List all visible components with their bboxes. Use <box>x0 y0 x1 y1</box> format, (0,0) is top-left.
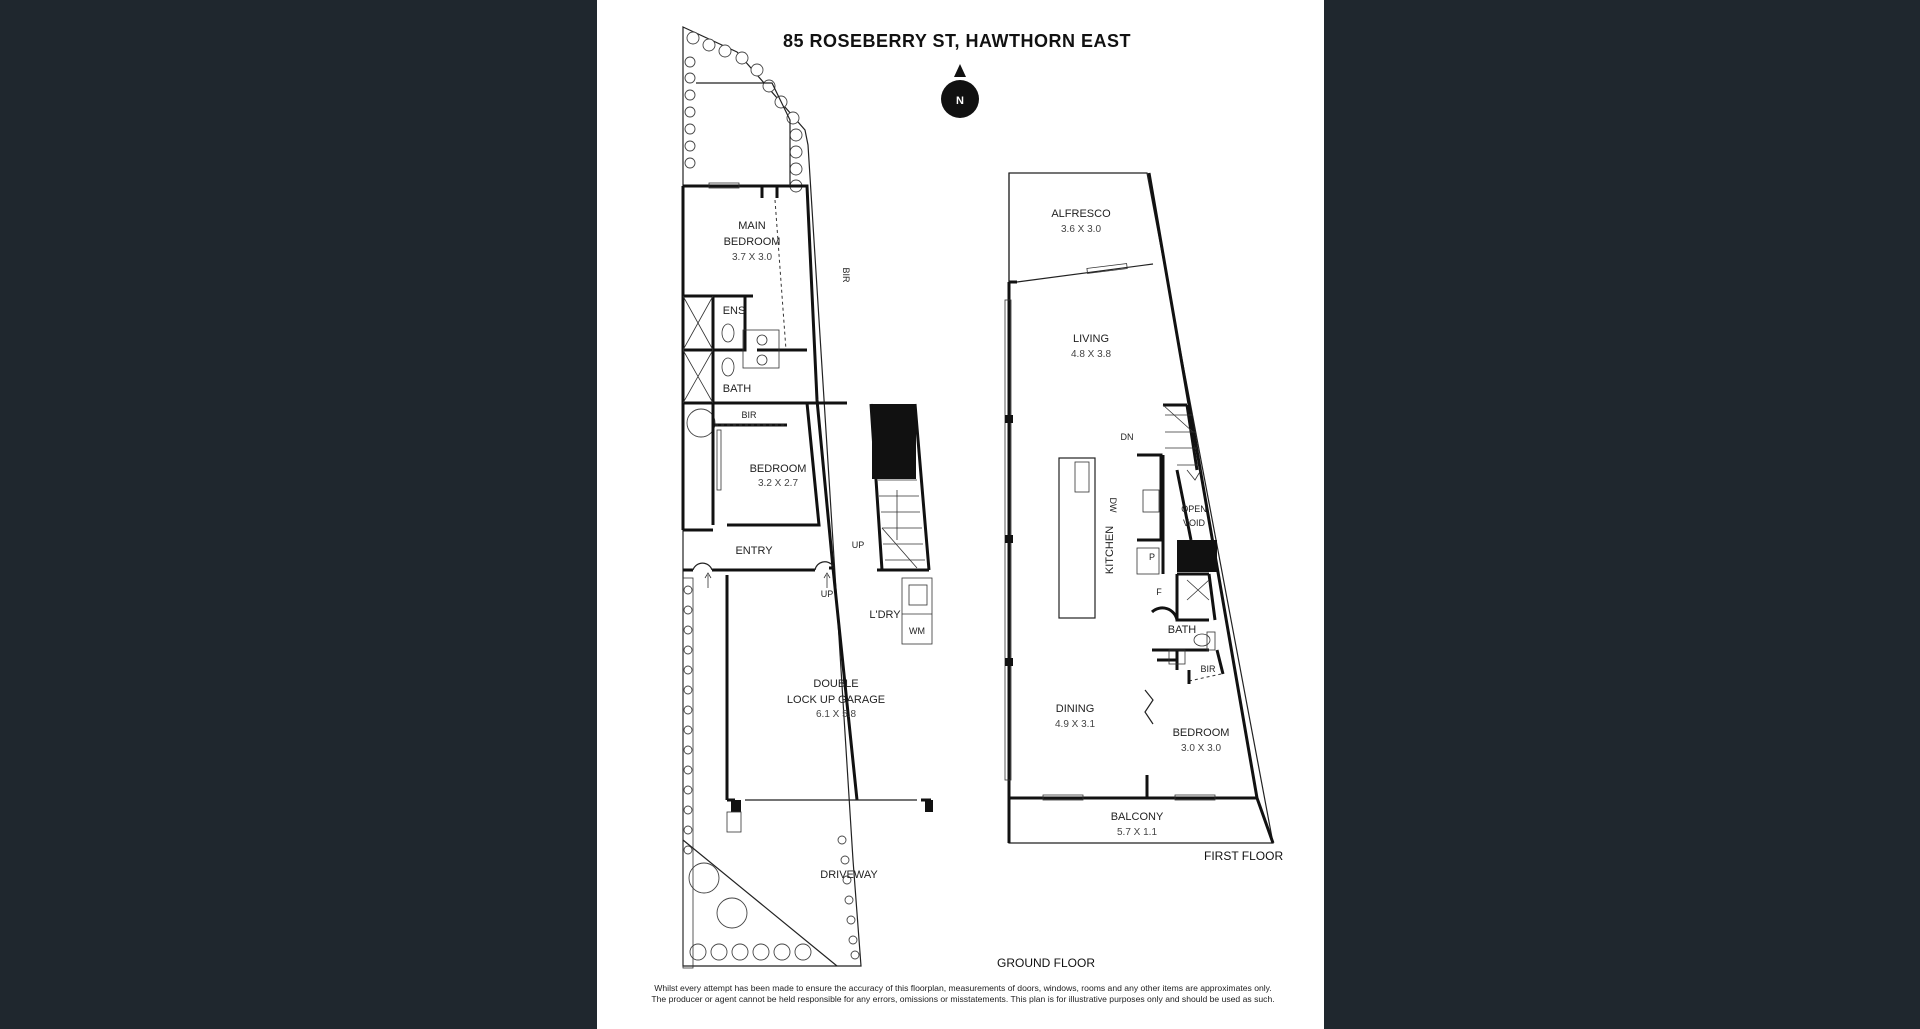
garden-trees-icon <box>684 31 812 961</box>
disclaimer-line-1: Whilst every attempt has been made to en… <box>654 983 1272 993</box>
disclaimer: Whilst every attempt has been made to en… <box>613 983 1313 1005</box>
open-void-block <box>1177 540 1217 572</box>
main-bedroom-label-2: BEDROOM <box>724 236 781 248</box>
main-bedroom-label-1: MAIN <box>738 220 766 232</box>
first-bir-label: BIR <box>1200 664 1216 674</box>
wm-label: WM <box>909 626 925 636</box>
up-stairs-label: UP <box>852 540 865 550</box>
entry-label: ENTRY <box>735 545 773 557</box>
bir-main-label: BIR <box>841 267 851 283</box>
bedroom-label: BEDROOM <box>750 463 807 475</box>
kitchen-island <box>1058 457 1096 619</box>
side-hedge-icon <box>682 577 860 969</box>
up-garage-label: UP <box>821 589 834 599</box>
stair-void <box>872 404 916 479</box>
ground-floor-title: GROUND FLOOR <box>997 956 1095 970</box>
ground-site-boundary <box>682 26 862 967</box>
bir-bedroom-label: BIR <box>741 410 757 420</box>
dining-label: DINING <box>1056 703 1095 715</box>
compass-label: N <box>956 95 964 107</box>
main-bedroom-size: 3.7 X 3.0 <box>732 252 772 263</box>
bath-label: BATH <box>723 383 752 395</box>
garage-size: 6.1 X 5.8 <box>816 709 856 720</box>
first-bath-label: BATH <box>1168 624 1197 636</box>
ground-house-walls <box>681 184 859 801</box>
driveway-label: DRIVEWAY <box>820 869 878 881</box>
ground-floor-labels: MAIN BEDROOM 3.7 X 3.0 BIR ENS BATH BIR … <box>723 220 1096 970</box>
laundry-label: L'DRY <box>869 609 901 621</box>
first-bedroom-label: BEDROOM <box>1173 727 1230 739</box>
fridge-label: F <box>1156 587 1162 597</box>
balcony-size: 5.7 X 1.1 <box>1117 827 1157 838</box>
floorplan-drawing: 85 ROSEBERRY ST, HAWTHORN EAST N <box>681 26 1283 970</box>
kitchen-label: KITCHEN <box>1104 526 1116 574</box>
pantry-label: P <box>1149 552 1155 562</box>
north-arrow-icon: N <box>941 64 979 118</box>
first-floor-labels: ALFRESCO 3.6 X 3.0 LIVING 4.8 X 3.8 DN D… <box>1051 208 1283 863</box>
open-void-label-2: VOID <box>1183 518 1206 528</box>
disclaimer-line-2: The producer or agent cannot be held res… <box>651 994 1275 1004</box>
first-floor-plan <box>1004 172 1275 844</box>
bedroom-size: 3.2 X 2.7 <box>758 478 798 489</box>
garage-label-1: DOUBLE <box>813 678 858 690</box>
first-bedroom-size: 3.0 X 3.0 <box>1181 743 1221 754</box>
ground-floor-plan <box>681 26 933 969</box>
first-floor-title: FIRST FLOOR <box>1204 849 1283 863</box>
ens-label: ENS <box>723 305 746 317</box>
plan-title: 85 ROSEBERRY ST, HAWTHORN EAST <box>783 31 1131 51</box>
living-size: 4.8 X 3.8 <box>1071 349 1111 360</box>
dn-label: DN <box>1121 432 1134 442</box>
open-void-label-1: OPEN <box>1181 504 1207 514</box>
balcony-label: BALCONY <box>1111 811 1164 823</box>
dw-label: DW <box>1108 498 1118 513</box>
garage-label-2: LOCK UP GARAGE <box>787 694 885 706</box>
floorplan-sheet: 85 ROSEBERRY ST, HAWTHORN EAST N <box>597 0 1324 1029</box>
alfresco-label: ALFRESCO <box>1051 208 1111 220</box>
alfresco-size: 3.6 X 3.0 <box>1061 224 1101 235</box>
living-label: LIVING <box>1073 333 1109 345</box>
garage-walls <box>725 568 931 802</box>
dining-size: 4.9 X 3.1 <box>1055 719 1095 730</box>
